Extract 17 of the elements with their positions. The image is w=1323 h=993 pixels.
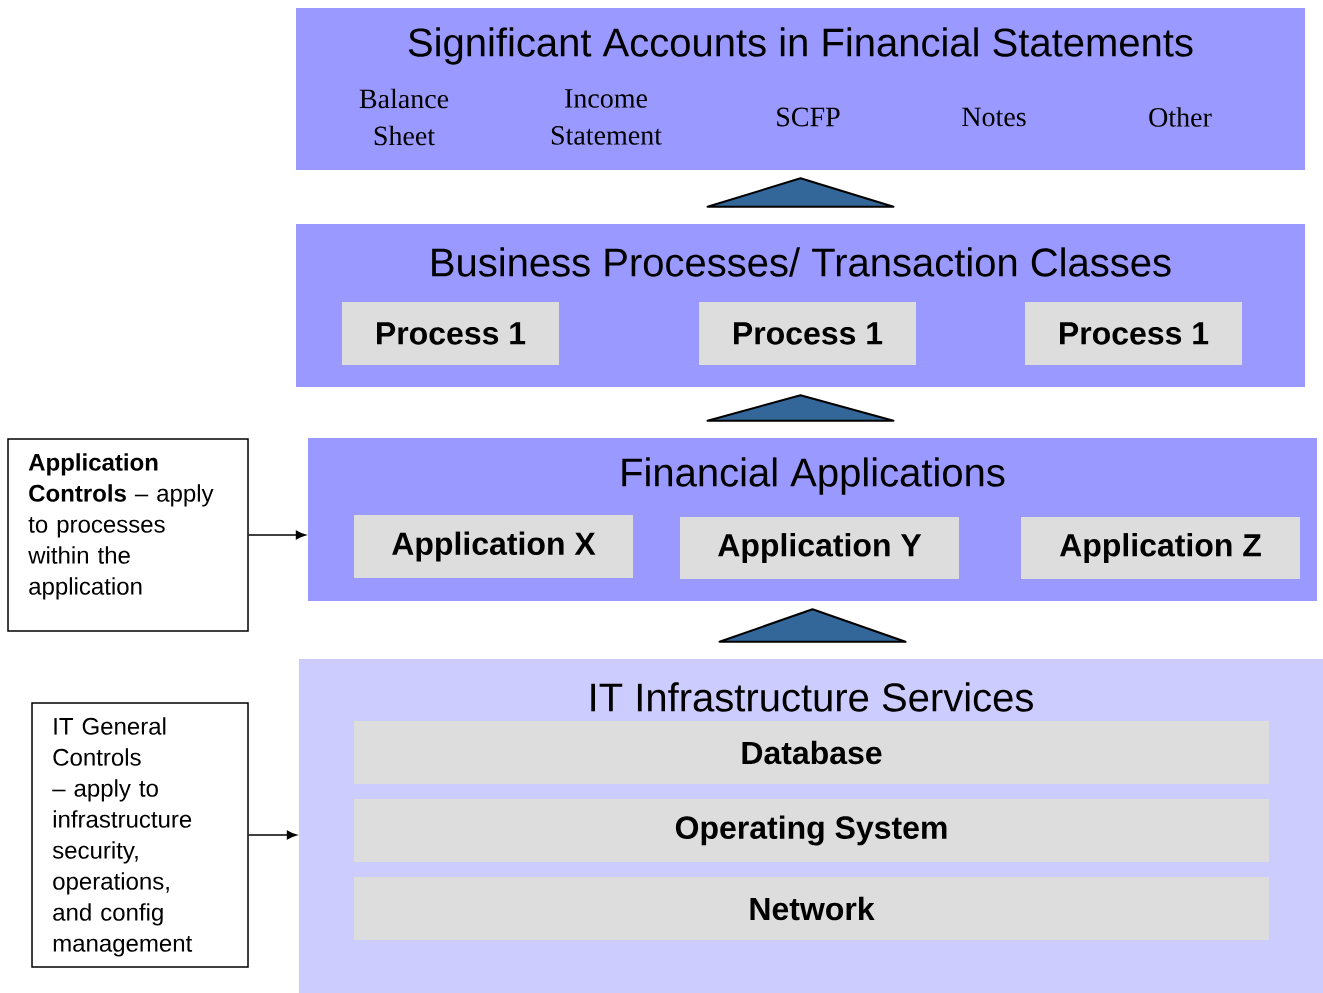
component-box: Application Z — [1021, 517, 1300, 579]
arrow — [248, 530, 306, 540]
component-box: Operating System — [354, 799, 1269, 862]
chevron-arrow — [718, 608, 907, 643]
component-box: Application X — [354, 515, 633, 578]
component-box: Process 1 — [1025, 302, 1242, 365]
component-box: Network — [354, 877, 1269, 940]
chevron-arrow — [706, 394, 895, 422]
note-box: IT General Controls – apply to infrastructure security, operations, and config management — [31, 702, 249, 968]
note-box: Application Controls – apply to processes within the application — [7, 438, 249, 632]
arrow — [248, 830, 297, 840]
component-box: Database — [354, 721, 1269, 784]
component-box: Process 1 — [699, 302, 916, 365]
component-box: Application Y — [680, 517, 959, 579]
component-box: Process 1 — [342, 302, 559, 365]
chevron-arrow — [706, 177, 895, 208]
layer-band: Significant Accounts in Financial Statements Balance Sheet Income Statement SCFP Notes Other — [296, 8, 1305, 170]
